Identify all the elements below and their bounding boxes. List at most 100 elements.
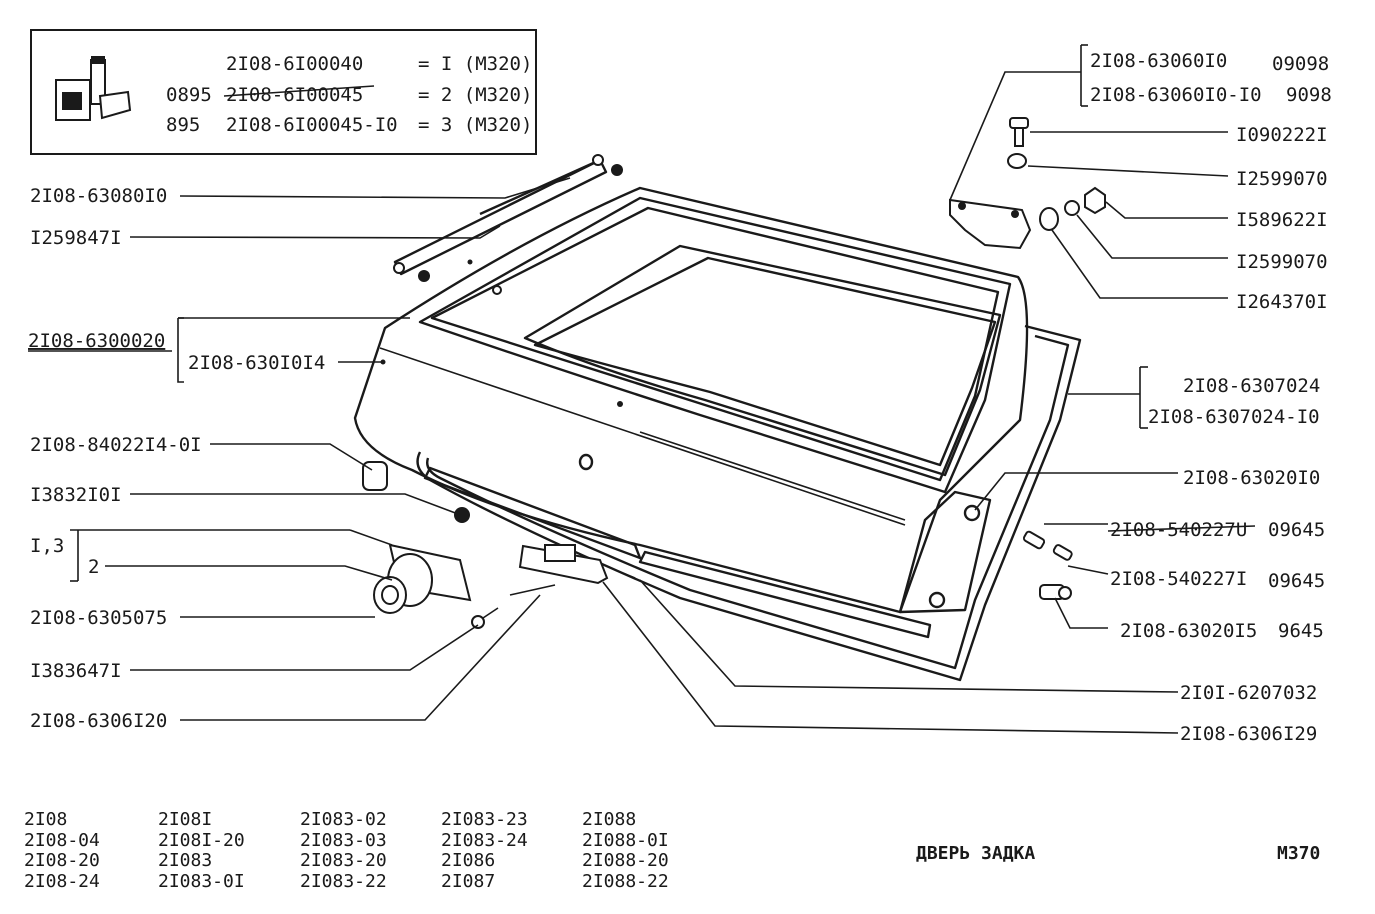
label-screw-c-ref: 9645 [1278, 620, 1324, 642]
label-lock-13: I,3 [30, 535, 64, 557]
window-frame [430, 206, 1000, 482]
bumper-stop-top [963, 504, 981, 522]
model-item: 2I08I [158, 809, 212, 830]
model-list: 2I08 2I08-04 2I08-20 2I08-24 2I08I 2I08I… [24, 809, 669, 892]
model-item: 2I087 [441, 871, 495, 892]
legend-box: 2I08-6I00040 = I (M320) 0895 2I08-6I0004… [30, 29, 537, 155]
model-item: 2I088 [582, 809, 636, 830]
rear-seal-inner [426, 334, 1070, 670]
screw-a-strike [1107, 525, 1256, 532]
label-lock-2: 2 [88, 556, 99, 578]
bolt-icon [1009, 117, 1029, 147]
screw-b-icon [1052, 544, 1073, 561]
label-seal-b: 2I08-6307024-I0 [1148, 406, 1320, 428]
model-item: 2I088-20 [582, 850, 669, 871]
strut-ball-top [611, 164, 623, 176]
legend-value-1: = I (M320) [418, 53, 532, 75]
model-item: 2I088-0I [582, 830, 669, 851]
label-washer-mid: I2599070 [1236, 251, 1328, 273]
emblem-hole [617, 401, 623, 407]
weatherstrip-bar-left [423, 466, 642, 560]
legend-value-2: = 2 (M320) [418, 84, 532, 106]
label-screw-a: 2I08-540227U [1110, 519, 1247, 541]
washer-top-icon [1007, 153, 1027, 169]
label-hinge-b: 2I08-63060I0-I0 [1090, 84, 1262, 106]
tailgate-drawing [353, 117, 1106, 682]
label-latch: 2I08-6306I20 [30, 710, 167, 732]
label-clip: I3832I0I [30, 484, 122, 506]
label-bumper: 2I08-63020I0 [1183, 467, 1320, 489]
model-item: 2I08-04 [24, 830, 100, 851]
label-screw-c: 2I08-63020I5 [1120, 620, 1257, 642]
screw-c-icon [1039, 584, 1072, 600]
strut-ball-bottom [418, 270, 430, 282]
label-nut: I589622I [1236, 209, 1328, 231]
label-hinge-a-ref: 09098 [1272, 53, 1329, 75]
label-screw-b: 2I08-540227I [1110, 568, 1247, 590]
page-title: ДВЕРЬ ЗАДКА [916, 843, 1035, 864]
label-strut-fix: I259847I [30, 227, 122, 249]
model-item: 2I083-03 [300, 830, 387, 851]
leader-lines [70, 44, 1229, 734]
jar-icon [55, 56, 132, 121]
label-washer-flat: I264370I [1236, 291, 1328, 313]
legend-prefix-2: 0895 [166, 84, 212, 106]
hinge-hole-a [958, 202, 966, 210]
model-item: 2I088-22 [582, 871, 669, 892]
lock-bolt-icon [471, 607, 499, 629]
model-item: 2I083-20 [300, 850, 387, 871]
model-item: 2I083-0I [158, 871, 245, 892]
label-hinge-a: 2I08-63060I0 [1090, 50, 1227, 72]
strut-pin [467, 259, 473, 265]
model-item: 2I08-20 [24, 850, 100, 871]
window-outer [418, 196, 1012, 494]
legend-code-3: 2I08-6I00045-I0 [226, 114, 398, 136]
panel-crease [379, 347, 906, 526]
glass-outer [523, 244, 1002, 477]
strut-bracket [492, 285, 502, 295]
label-hinge-b-ref: 9098 [1286, 84, 1332, 106]
glass-inner [533, 256, 997, 467]
bumper-stop-bottom [928, 591, 946, 609]
nut-icon [1084, 186, 1106, 215]
label-door-panel: 2I08-630I0I4 [188, 352, 325, 374]
model-item: 2I08-24 [24, 871, 100, 892]
label-bolt: I090222I [1236, 124, 1328, 146]
label-lock-cyl: 2I08-6305075 [30, 607, 167, 629]
legend-code-1: 2I08-6I00040 [226, 53, 363, 75]
label-weatherstrip: 2I0I-6207032 [1180, 682, 1317, 704]
model-item: 2I08I-20 [158, 830, 245, 851]
label-strut: 2I08-63080I0 [30, 185, 167, 207]
hinge [949, 198, 1032, 250]
flat-washer-icon [1039, 207, 1059, 231]
model-item: 2I083-23 [441, 809, 528, 830]
handle-hole [578, 453, 594, 471]
latch-icon [518, 544, 609, 585]
model-item: 2I086 [441, 850, 495, 871]
strut-end-bottom [393, 262, 405, 274]
model-item: 2I083-22 [300, 871, 387, 892]
label-latch-pad: 2I08-6306I29 [1180, 723, 1317, 745]
panel-crease-2 [639, 431, 906, 521]
callouts: 2I08-63060I0 09098 2I08-63060I0-I0 9098 … [28, 50, 1332, 745]
lock-washer-icon [1064, 200, 1080, 216]
model-item: 2I08 [24, 809, 67, 830]
model-item: 2I083-24 [441, 830, 528, 851]
label-plug: 2I08-84022I4-0I [30, 434, 202, 456]
label-washer-top: I2599070 [1236, 168, 1328, 190]
legend-value-3: = 3 (M320) [418, 114, 532, 136]
legend-prefix-3: 895 [166, 114, 200, 136]
model-item: 2I083 [158, 850, 212, 871]
label-door-assy: 2I08-6300020 [28, 330, 165, 352]
label-screw-a-ref: 09645 [1268, 519, 1325, 541]
screw-a-icon [1022, 530, 1046, 550]
model-item: 2I083-02 [300, 809, 387, 830]
label-screw-b-ref: 09645 [1268, 570, 1325, 592]
sheet-number: M370 [1277, 843, 1320, 864]
rear-seal-outer [416, 324, 1082, 682]
hinge-hole-b [1011, 210, 1019, 218]
door-outline [353, 186, 1029, 614]
latch-pad [614, 569, 636, 579]
latch-tab [544, 544, 576, 562]
